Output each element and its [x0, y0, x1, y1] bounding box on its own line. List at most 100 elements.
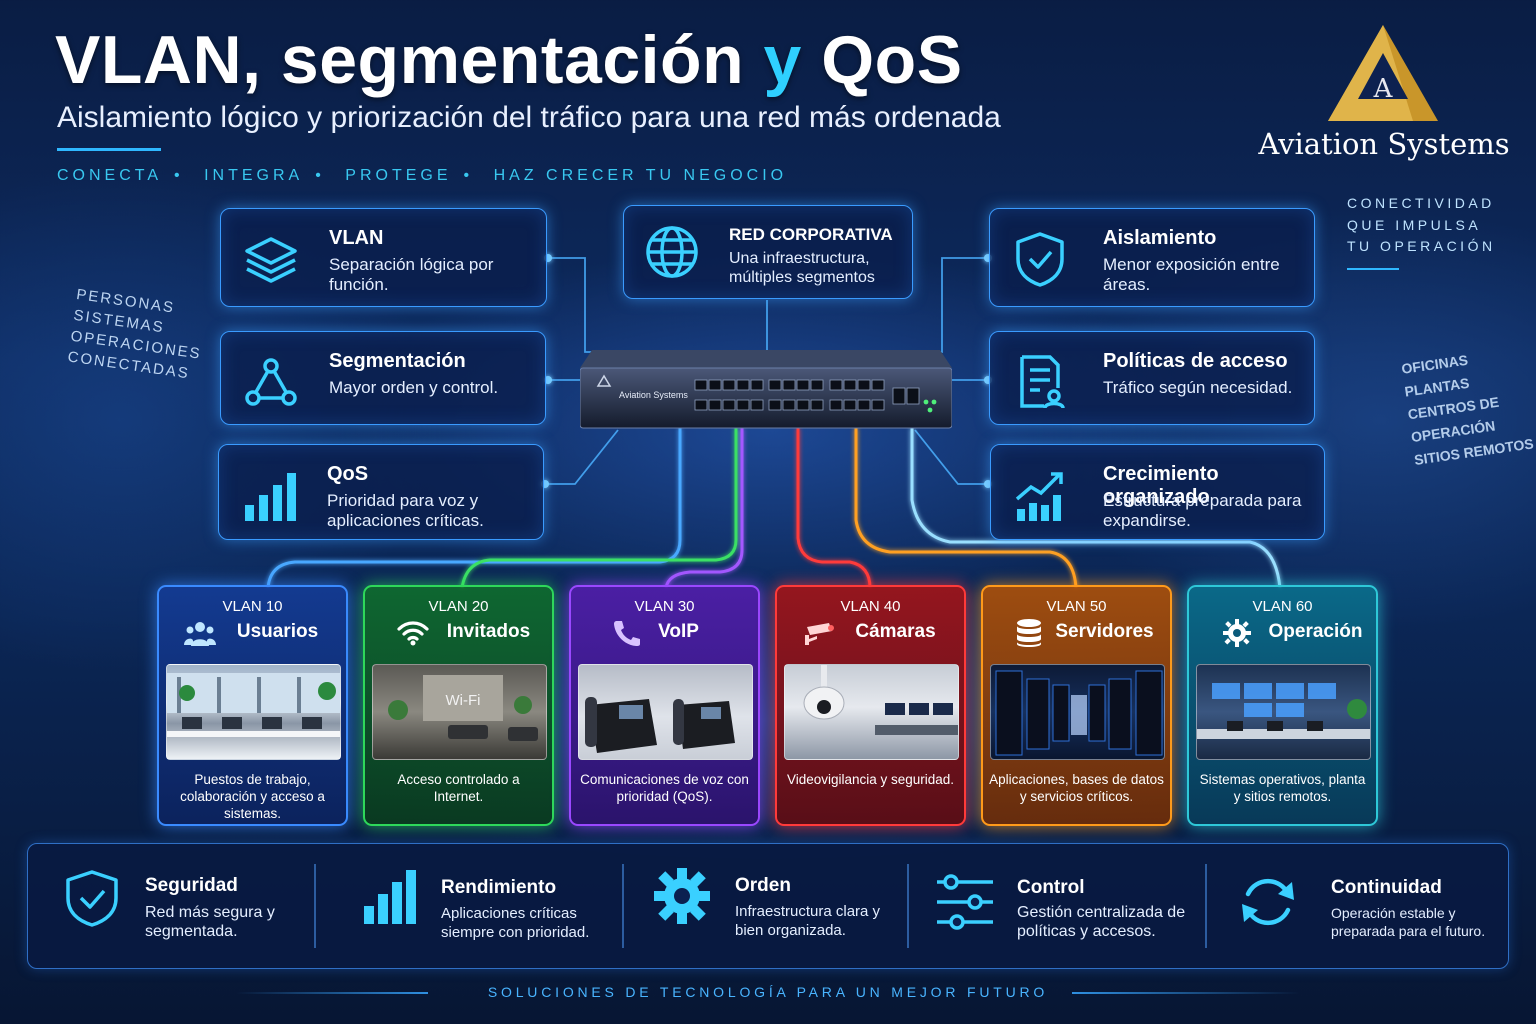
line-vlan50 — [854, 428, 1078, 589]
tagline-item: CONECTA — [57, 167, 163, 184]
feature-title: QoS — [327, 463, 369, 485]
vlan-desc: Comunicaciones de voz con prioridad (QoS… — [580, 772, 749, 804]
shield-check-icon — [66, 870, 118, 927]
title-main: VLAN, segmentación — [55, 22, 745, 98]
benefit-divider — [907, 864, 909, 948]
feature-title: VLAN — [329, 227, 384, 249]
tagline-item: PROTEGE — [345, 167, 452, 184]
vlan-desc: Aplicaciones, bases de datos y servicios… — [989, 772, 1164, 804]
line-crecimiento-card — [914, 429, 988, 485]
feature-desc: Estructura preparada para expandirse. — [1103, 491, 1302, 530]
datacenter-photo — [990, 664, 1165, 760]
page-title: VLAN, segmentación y QoS — [55, 20, 963, 100]
vlan-id: VLAN 30 — [634, 598, 695, 615]
vlan-id: VLAN 40 — [840, 598, 901, 615]
wifi-wall-sign: Wi-Fi — [446, 692, 481, 709]
benefit-divider — [622, 864, 624, 948]
phones-photo — [578, 664, 753, 760]
feature-desc: Menor exposición entre áreas. — [1103, 255, 1280, 294]
database-icon — [1017, 619, 1041, 647]
title-end: QoS — [821, 22, 963, 98]
vlan-name: Invitados — [446, 621, 531, 642]
line-vlan30 — [664, 428, 744, 589]
benefit-desc: Infraestructura clara y bien organizada. — [735, 903, 881, 939]
surveillance-photo — [784, 664, 959, 760]
tagline-separator: • — [463, 167, 474, 184]
vlan-desc: Videovigilancia y seguridad. — [786, 772, 955, 787]
network-switch: Aviation Systems — [580, 350, 952, 429]
benefit-desc: Aplicaciones críticas siempre con priori… — [441, 905, 590, 941]
switch-brand: Aviation Systems — [619, 390, 688, 400]
feature-card-crecimiento: Crecimiento organizado Estructura prepar… — [990, 444, 1325, 540]
slogan-line: TU OPERACIÓN — [1347, 238, 1496, 254]
tagline-separator: • — [315, 167, 325, 184]
globe-icon — [646, 226, 698, 278]
layers-icon — [245, 237, 297, 283]
feature-title: Aislamiento — [1103, 227, 1217, 249]
camera-icon — [805, 623, 834, 645]
vlan-card-10: VLAN 10 Usuarios Puestos de trabajo, col… — [157, 585, 348, 826]
logo-name: Aviation Systems — [1258, 127, 1510, 161]
vlan-desc: Sistemas operativos, planta y sitios rem… — [1199, 772, 1366, 804]
benefits-bar — [27, 843, 1509, 969]
benefit-divider — [314, 864, 316, 948]
bars-icon — [245, 473, 296, 521]
feature-desc: Separación lógica por función. — [329, 255, 494, 294]
footer-line-left — [236, 992, 428, 994]
feature-title: Crecimiento organizado — [1103, 463, 1219, 508]
vlan-id: VLAN 60 — [1252, 598, 1313, 615]
line-qos-card — [548, 429, 619, 485]
title-connector: y — [763, 22, 802, 98]
feature-card-segmentacion: Segmentación Mayor orden y control. — [220, 331, 546, 425]
vlan-name: Operación — [1268, 621, 1363, 642]
phone-icon — [614, 621, 640, 646]
shield-check-icon — [1016, 232, 1064, 287]
title-underline — [57, 148, 161, 151]
benefit-title: Orden — [735, 875, 791, 896]
footer-line-right — [1072, 992, 1300, 994]
feature-desc: Una infraestructura, múltiples segmentos — [729, 250, 875, 286]
lounge-photo: Wi-Fi — [372, 664, 547, 760]
users-icon — [184, 622, 216, 646]
feature-card-politicas: Políticas de acceso Tráfico según necesi… — [989, 331, 1315, 425]
vlan-card-60: VLAN 60 Operación Sistemas operativos, p… — [1187, 585, 1378, 826]
right-slogan: CONECTIVIDAD QUE IMPULSA TU OPERACIÓN — [1347, 193, 1517, 258]
bars-icon — [364, 870, 416, 924]
vlan-id: VLAN 20 — [428, 598, 489, 615]
growth-chart-icon — [1015, 472, 1063, 521]
vlan-name: VoIP — [658, 621, 699, 642]
tagline: CONECTA • INTEGRA • PROTEGE • HAZ CRECER TU… — [57, 167, 787, 185]
benefit-divider — [1205, 864, 1207, 948]
wall-text-right: OFICINAS PLANTAS CENTROS DE OPERACIÓN SI… — [1400, 339, 1536, 472]
line-vlan40 — [796, 428, 872, 589]
vlan-name: Cámaras — [855, 621, 936, 642]
logo-letter: A — [1373, 74, 1394, 104]
benefit-desc: Gestión centralizada de políticas y acce… — [1017, 904, 1186, 940]
feature-desc: Mayor orden y control. — [329, 378, 499, 397]
benefit-title: Control — [1017, 877, 1085, 898]
benefit-title: Seguridad — [145, 875, 238, 896]
control-room-photo — [1196, 664, 1371, 760]
feature-title: Segmentación — [329, 350, 466, 372]
benefit-desc: Red más segura y segmentada. — [145, 904, 275, 940]
feature-card-red-corporativa: RED CORPORATIVA Una infraestructura, múl… — [623, 205, 913, 299]
office-photo — [166, 664, 341, 760]
line-vlan60 — [910, 428, 1282, 589]
vlan-desc: Acceso controlado a Internet. — [397, 772, 520, 804]
feature-card-vlan: VLAN Separación lógica por función. — [220, 208, 547, 307]
wall-text-left: PERSONAS SISTEMAS OPERACIONES CONECTADAS — [66, 284, 208, 386]
vlan-id: VLAN 10 — [222, 598, 283, 615]
page-subtitle: Aislamiento lógico y priorización del tr… — [57, 101, 1001, 134]
feature-desc: Prioridad para voz y aplicaciones crític… — [327, 491, 484, 530]
line-vlan20 — [460, 428, 738, 589]
tagline-item: INTEGRA — [204, 167, 304, 184]
feature-card-qos: QoS Prioridad para voz y aplicaciones cr… — [218, 444, 544, 540]
feature-title: RED CORPORATIVA — [729, 225, 893, 244]
wifi-icon — [397, 621, 429, 646]
slogan-underline — [1347, 268, 1399, 270]
tagline-item: HAZ CRECER TU NEGOCIO — [493, 167, 788, 184]
line-vlan10 — [266, 428, 682, 589]
tagline-separator: • — [174, 167, 184, 184]
nodes-icon — [245, 358, 297, 406]
